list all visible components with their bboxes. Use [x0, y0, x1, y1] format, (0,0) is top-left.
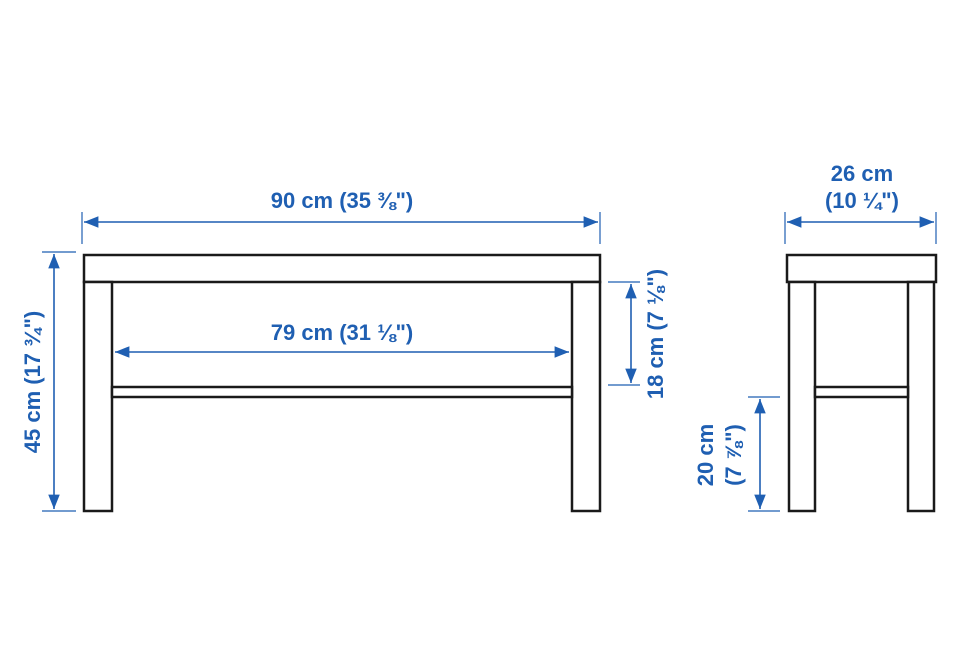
front-left-leg: [82, 280, 114, 513]
overall-height-dimension: 45 cm (17 ¾"): [20, 251, 76, 512]
front-view: 90 cm (35 ⅜") 79 cm (31 ⅛") 45 cm (17 ¾"…: [20, 188, 668, 513]
side-right-leg: [906, 280, 936, 513]
front-shelf: [110, 385, 574, 399]
front-right-leg: [570, 280, 602, 513]
depth-dimension: 26 cm (10 ¼"): [784, 161, 937, 244]
top-to-shelf-label: 18 cm (7 ⅛"): [643, 269, 668, 399]
shelf-width-dimension: 79 cm (31 ⅛"): [115, 320, 569, 358]
overall-height-label: 45 cm (17 ¾"): [20, 311, 45, 454]
shelf-width-label: 79 cm (31 ⅛"): [271, 320, 414, 345]
side-tabletop: [785, 253, 938, 284]
side-shelf: [813, 385, 910, 399]
side-view: 26 cm (10 ¼") 20 cm (7 ⅞"): [693, 161, 938, 513]
shelf-height-label-line2: (7 ⅞"): [721, 424, 746, 486]
depth-label-line2: (10 ¼"): [825, 188, 899, 213]
side-left-leg: [787, 280, 817, 513]
shelf-height-label-line1: 20 cm: [693, 424, 718, 486]
depth-label-line1: 26 cm: [831, 161, 893, 186]
top-to-shelf-dimension: 18 cm (7 ⅛"): [608, 269, 668, 399]
front-tabletop: [82, 253, 602, 284]
overall-width-label: 90 cm (35 ⅜"): [271, 188, 414, 213]
shelf-height-dimension: 20 cm (7 ⅞"): [693, 396, 780, 512]
overall-width-dimension: 90 cm (35 ⅜"): [81, 188, 601, 244]
